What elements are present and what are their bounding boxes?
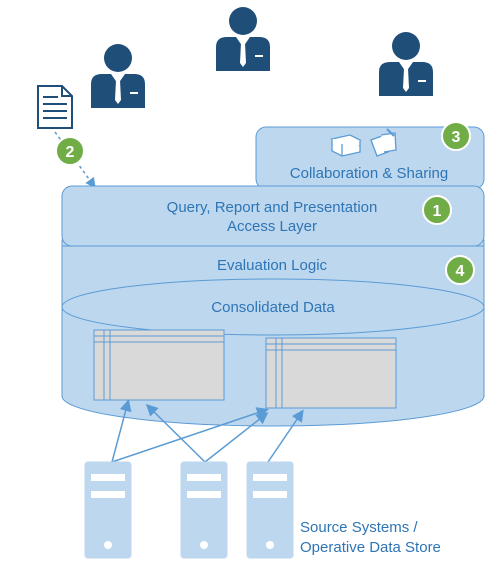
consolidated-data-top (61, 278, 485, 336)
server-arrows (111, 399, 304, 463)
server-icon-2 (180, 461, 228, 559)
books-icon (330, 134, 362, 157)
svg-text:2: 2 (66, 144, 75, 161)
badge-3: 3 (441, 121, 471, 151)
notes-icon (370, 128, 397, 157)
source-systems-label-line2: Operative Data Store (300, 539, 441, 556)
query-layer-label-line1: Query, Report and Presentation (167, 199, 378, 216)
user-icon-right (379, 32, 433, 96)
document-icon (37, 85, 73, 129)
table-right (265, 337, 397, 409)
svg-text:4: 4 (456, 263, 465, 280)
server-icon-1 (84, 461, 132, 559)
svg-text:1: 1 (433, 203, 442, 220)
collaboration-label: Collaboration & Sharing (290, 165, 448, 182)
query-access-layer (61, 185, 485, 247)
user-icon-left (91, 44, 145, 108)
evaluation-label: Evaluation Logic (217, 257, 328, 274)
badge-4: 4 (445, 255, 475, 285)
document-arrow (54, 131, 96, 189)
server-icon-3 (246, 461, 294, 559)
user-icon-center (216, 7, 270, 71)
badge-2: 2 (55, 136, 85, 166)
consolidated-data-label: Consolidated Data (211, 299, 335, 316)
source-systems-label-line1: Source Systems / (300, 519, 418, 536)
badge-1: 1 (422, 195, 452, 225)
svg-text:3: 3 (452, 129, 461, 146)
query-layer-label-line2: Access Layer (227, 218, 317, 235)
table-left (93, 329, 225, 401)
